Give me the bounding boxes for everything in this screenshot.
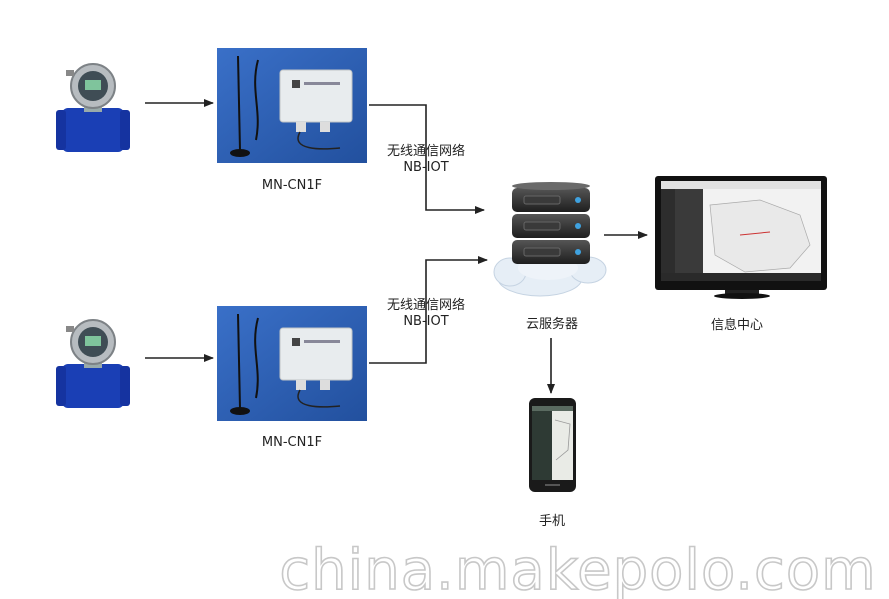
module-bottom-image <box>217 306 367 421</box>
arrow-module-bottom-to-server <box>369 256 488 364</box>
monitor-label: 信息中心 <box>711 317 763 333</box>
cloud-server-icon <box>493 182 607 297</box>
watermark-text: china.makepolo.com <box>279 538 876 599</box>
monitor-icon <box>655 176 827 299</box>
network-top-label-line1: 无线通信网络 <box>387 143 465 159</box>
network-bottom-label-line2: NB-IOT <box>403 314 448 329</box>
server-label: 云服务器 <box>526 316 578 332</box>
flowmeter-top-icon <box>56 63 130 152</box>
flowmeter-bottom-icon <box>56 319 130 408</box>
arrow-module-top-to-server <box>369 104 485 214</box>
network-bottom-label-line1: 无线通信网络 <box>387 297 465 313</box>
server-rack-icon <box>512 182 590 264</box>
module-top-label: MN-CN1F <box>262 178 322 193</box>
module-top-image <box>217 48 367 163</box>
network-top-label-line2: NB-IOT <box>403 160 448 175</box>
phone-icon <box>529 398 576 492</box>
connectors <box>145 99 648 394</box>
phone-label: 手机 <box>539 514 565 529</box>
module-bottom-label: MN-CN1F <box>262 435 322 450</box>
